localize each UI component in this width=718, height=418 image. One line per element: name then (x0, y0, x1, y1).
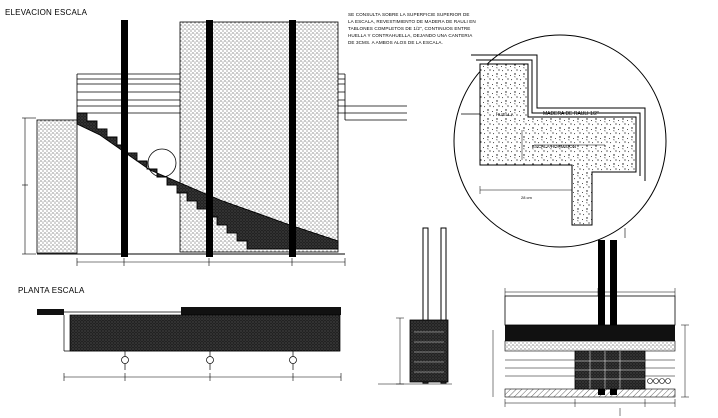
wood-cladding (471, 54, 646, 181)
section-dimension (378, 317, 452, 385)
plan-stair-run (69, 314, 341, 352)
steel-post (121, 20, 128, 257)
elevation-view (22, 20, 407, 266)
section-post (440, 227, 447, 384)
note-line: LA ESCALA, REVESTIMIENTO DE MADERA DE RA… (348, 19, 476, 24)
concrete-step-section (479, 63, 637, 226)
note-line: HUELLA Y CONTRAHUELLA, DEJANDO UNA CANTE… (348, 33, 473, 38)
detail-huella-label: HUELLA (496, 112, 514, 117)
plan-dimension-line (63, 373, 342, 381)
note-line: DE 3cms. A AMBOS ALOS DE LA ESCALA. (348, 40, 443, 45)
detail-madera-label: MADERA DE RAULI 1/2" (543, 111, 599, 117)
plan-view (37, 307, 342, 381)
tall-post (610, 240, 617, 395)
plan-top-slab (37, 309, 64, 315)
section-wall-block (409, 319, 449, 383)
tall-post (598, 240, 605, 395)
steel-post (289, 20, 296, 257)
steel-post (206, 20, 213, 257)
plan-post-symbols (121, 351, 297, 370)
detail-dimension-text: 28 cm (521, 195, 533, 200)
elevation-dimension-line (76, 258, 346, 266)
layer-bands (505, 359, 675, 377)
detail-hormigon-label: ESCALA HORMIGON (532, 144, 576, 149)
section-wall (504, 295, 676, 326)
detail-dimension (479, 186, 573, 194)
section-post (422, 227, 429, 384)
plan-title: PLANTA ESCALA (18, 286, 85, 295)
foundation-slab (504, 388, 676, 398)
stair-steps-profile (76, 112, 339, 250)
left-wall-section (36, 119, 78, 254)
detail-marker-circle (147, 148, 177, 178)
elevation-title: ELEVACION ESCALA (5, 8, 88, 17)
upper-slab (505, 325, 675, 341)
small-section-view (378, 227, 452, 385)
note-line: SE CONSULTA SOBRE LA SUPERFICIE SUPERIOR… (348, 12, 470, 17)
step-detail-view: MADERA DE RAULI 1/2" HUELLA ESCALA HORMI… (453, 34, 667, 248)
right-section-view (492, 228, 689, 416)
gravel-symbols (647, 378, 671, 384)
level-dimension (22, 117, 36, 255)
concrete-band (504, 340, 676, 352)
plan-top-slab (181, 307, 341, 315)
note-line: TABLONES COMPLETOS DE 1/2", CONTINUOS EN… (348, 26, 471, 31)
right-dimensions (492, 288, 689, 416)
construction-note: SE CONSULTA SOBRE LA SUPERFICIE SUPERIOR… (348, 11, 508, 46)
